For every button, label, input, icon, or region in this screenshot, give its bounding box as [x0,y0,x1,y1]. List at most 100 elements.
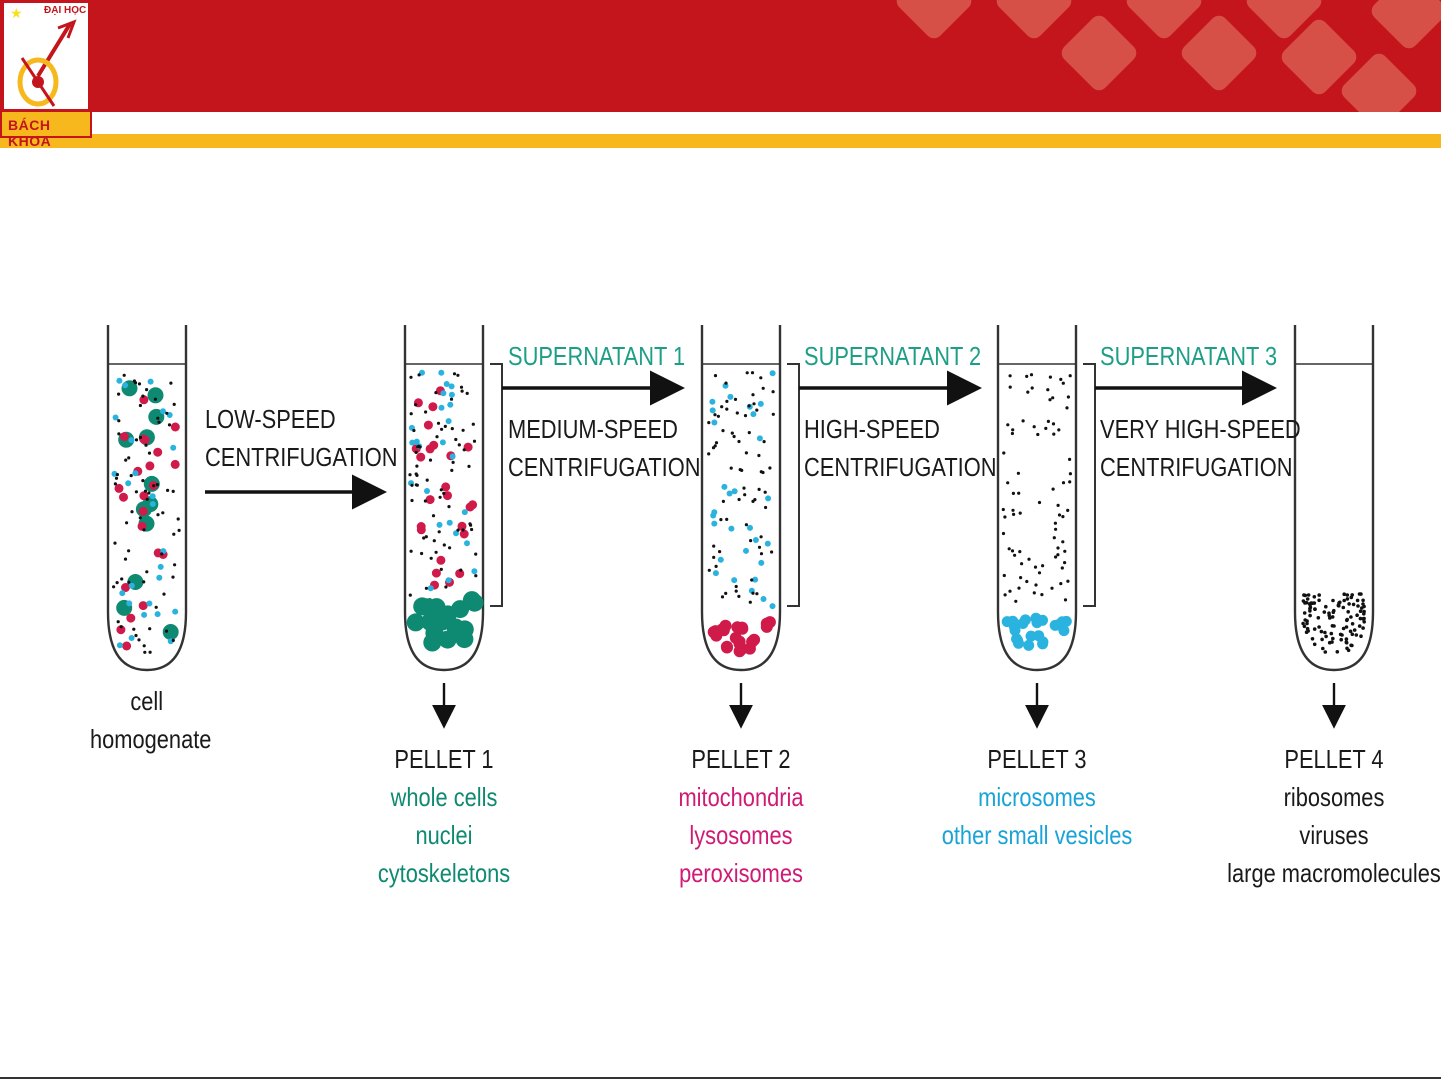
macromolecule-particle [410,498,414,503]
macromolecule-particle [124,458,128,462]
macromolecule-particle [761,386,765,390]
macromolecule-pellet-particle [1349,643,1353,648]
macromolecule-particle [137,382,142,386]
microsome-particle [711,419,718,426]
microsome-particle [438,369,445,376]
nucleus-particle [162,624,179,640]
pellet-item: ribosomes [1283,782,1385,812]
macromolecule-particle [432,539,436,543]
macromolecule-particle [114,476,119,480]
macromolecule-particle [1046,388,1050,392]
macromolecule-particle [770,550,774,554]
macromolecule-particle [1037,571,1042,575]
mitochondrion-pellet-particle [709,625,722,638]
mitochondrion-particle [431,568,441,578]
macromolecule-particle [138,403,142,408]
macromolecule-particle [1048,375,1052,379]
pellet-title: PELLET 2 [691,744,791,774]
macromolecule-particle [134,438,139,442]
macromolecule-particle [762,440,766,444]
macromolecule-particle [1054,527,1058,531]
macromolecule-particle [129,474,133,478]
microsome-particle [413,438,420,445]
microsome-particle [464,540,470,547]
macromolecule-particle [761,470,765,475]
macromolecule-particle [1050,586,1054,590]
pellet-item: cytoskeletons [377,858,511,888]
mitochondrion-pellet-particle [743,642,756,655]
macromolecule-particle [1066,508,1070,512]
microsome-particle [409,439,416,446]
mitochondrion-pellet-particle [721,641,733,654]
macromolecule-particle [1052,536,1056,540]
macromolecule-pellet-particle [1340,633,1344,637]
microsome-particle [731,577,738,584]
macromolecule-particle [443,424,447,428]
macromolecule-particle [738,468,742,472]
macromolecule-particle [1017,586,1021,590]
microsome-particle [711,520,718,527]
macromolecule-pellet-particle [1358,616,1363,621]
macromolecule-pellet-particle [1322,610,1327,614]
macromolecule-particle [1048,398,1052,402]
mitochondrion-particle [153,447,163,457]
macromolecule-pellet-particle [1362,604,1366,609]
macromolecule-particle [145,497,149,501]
macromolecule-particle [1041,564,1045,568]
microsome-particle [743,547,749,554]
macromolecule-particle [148,650,152,654]
step-label-line1: LOW-SPEED [205,404,336,434]
macromolecule-particle [1057,513,1062,517]
macromolecule-pellet-particle [1350,622,1355,626]
microsome-pellet-particle [1013,637,1024,649]
macromolecule-pellet-particle [1344,637,1349,641]
mitochondrion-particle [138,506,148,516]
macromolecule-particle [720,595,725,599]
macromolecule-particle [474,574,478,578]
pellet-item: other small vesicles [941,820,1133,850]
macromolecule-particle [1036,432,1040,437]
macromolecule-particle [763,490,767,494]
microsome-particle [709,398,716,405]
macromolecule-particle [1068,472,1072,476]
macromolecule-particle [1025,579,1029,584]
macromolecule-particle [1008,589,1012,593]
macromolecule-particle [141,479,145,483]
macromolecule-particle [1003,515,1007,519]
nucleus-pellet-particle [406,613,425,632]
macromolecule-pellet-particle [1306,593,1311,597]
macromolecule-particle [145,388,149,392]
macromolecule-particle [467,464,471,468]
macromolecule-pellet-particle [1357,624,1362,628]
macromolecule-particle [1065,406,1069,410]
nucleus-pellet-particle [413,597,432,616]
macromolecule-particle [437,530,441,534]
microsome-pellet-particle [1037,638,1049,650]
microsome-particle [149,493,156,500]
macromolecule-particle [1052,432,1056,436]
macromolecule-particle [143,650,147,654]
microsome-particle [710,512,717,519]
pellet-item: lysosomes [689,820,793,850]
macromolecule-pellet-particle [1317,598,1321,603]
macromolecule-pellet-particle [1327,611,1331,615]
macromolecule-particle [119,625,123,629]
microsome-particle [149,501,156,507]
logo-bottom-text: BÁCH KHOA [8,117,52,149]
macromolecule-particle [1053,521,1057,525]
macromolecule-pellet-particle [1339,637,1343,642]
microsome-particle [116,642,123,649]
microsome-particle [436,521,443,528]
macromolecule-pellet-particle [1354,633,1359,637]
microsome-particle [449,453,456,460]
mitochondrion-pellet-particle [733,635,746,648]
microsome-particle [427,585,434,592]
macromolecule-particle [442,491,446,495]
microsome-particle [765,495,772,502]
macromolecule-pellet-particle [1321,646,1325,651]
microsome-particle [471,568,478,575]
macromolecule-particle [729,466,733,470]
macromolecule-particle [417,373,421,377]
macromolecule-particle [153,397,157,401]
macromolecule-particle [172,532,176,536]
